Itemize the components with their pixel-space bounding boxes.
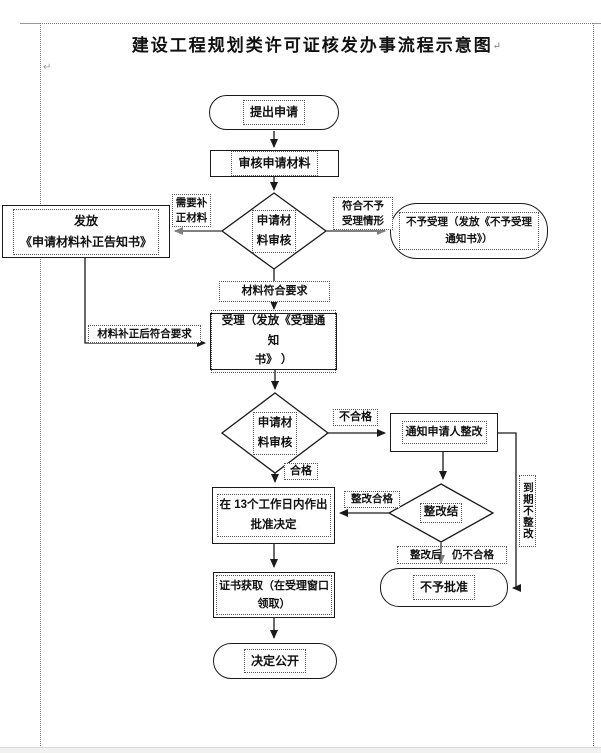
- node-material-review-1: 申请材 料审核: [236, 209, 312, 254]
- node-decision-public: 决定公开: [213, 643, 337, 679]
- paragraph-mark-icon: ↵: [492, 41, 502, 52]
- edge-label-still-unqualified: 整改后 仍不合格: [397, 546, 507, 564]
- window-bottom-edge: [0, 747, 601, 753]
- node-material-review-2: 申请材 料审核: [237, 411, 313, 456]
- page-title-text: 建设工程规划类许可证核发办事流程示意图: [131, 36, 493, 56]
- margin-corner-tick-left: [20, 23, 40, 24]
- edge-label-corrected-meets-requirements: 材料补正后符合要求: [88, 325, 201, 343]
- node-not-approved: 不予批准: [380, 568, 508, 607]
- node-certificate-pickup: 证书获取（在受理窗口 领取）: [213, 572, 335, 618]
- margin-guide-top: [40, 23, 593, 24]
- margin-guide-right: [593, 23, 594, 746]
- edge-label-overdue-not-rectified: 到期不整改: [519, 475, 536, 547]
- edge-label-rectified-qualified: 整改合格: [344, 491, 400, 508]
- node-material-review-1-label: 申请材 料审核: [251, 209, 297, 254]
- node-issue-correction-notice-label: 发放 《申请材料补正告知书》: [12, 208, 159, 255]
- node-issue-correction-notice: 发放 《申请材料补正告知书》: [2, 205, 170, 258]
- node-start-label: 提出申请: [242, 100, 305, 125]
- margin-guide-left: [40, 23, 41, 746]
- edge-label-unqualified: 不合格: [333, 409, 378, 426]
- node-certificate-pickup-label: 证书获取（在受理窗口 领取）: [216, 574, 332, 616]
- node-approve-in-13-days: 在 13个工作日内作出 批准决定: [212, 487, 335, 544]
- page-title: 建设工程规划类许可证核发办事流程示意图↵: [40, 31, 593, 56]
- node-not-approved-label: 不予批准: [412, 575, 475, 600]
- edge-label-need-correction: 需要补 正材料: [172, 194, 211, 227]
- edge-label-qualified: 合格: [284, 463, 318, 480]
- node-notify-rectification-label: 通知申请人整改: [401, 421, 487, 444]
- connector-notify-to-not-approved: [498, 432, 521, 592]
- node-start: 提出申请: [209, 95, 339, 130]
- node-not-accepted-label: 不予受理（发放《不予受理 通知书》）: [399, 212, 539, 250]
- paragraph-mark-icon: ↵: [43, 62, 52, 73]
- node-material-review-2-label: 申请材 料审核: [252, 411, 298, 456]
- node-decision-public-label: 决定公开: [243, 648, 306, 674]
- edge-label-material-meets-requirements: 材料符合要求: [219, 281, 330, 302]
- node-accept-label: 受理（发放《受理通知 书》 ）: [211, 310, 336, 373]
- connector-correction-to-accept: [84, 258, 206, 347]
- node-notify-rectification: 通知申请人整改: [390, 413, 498, 452]
- margin-corner-tick-right: [593, 23, 601, 24]
- node-review-materials-label: 审核申请材料: [231, 151, 318, 176]
- node-not-accepted: 不予受理（发放《不予受理 通知书》）: [390, 203, 548, 259]
- node-accept: 受理（发放《受理通知 书》 ）: [210, 310, 337, 373]
- edge-label-meets-rejection-case: 符合不予 受理情形: [333, 197, 393, 230]
- node-review-materials: 审核申请材料: [210, 150, 339, 177]
- node-rectification-result: 整改结: [405, 501, 477, 525]
- node-approve-in-13-days-label: 在 13个工作日内作出 批准决定: [216, 493, 331, 538]
- node-rectification-result-label: 整改结: [419, 503, 463, 523]
